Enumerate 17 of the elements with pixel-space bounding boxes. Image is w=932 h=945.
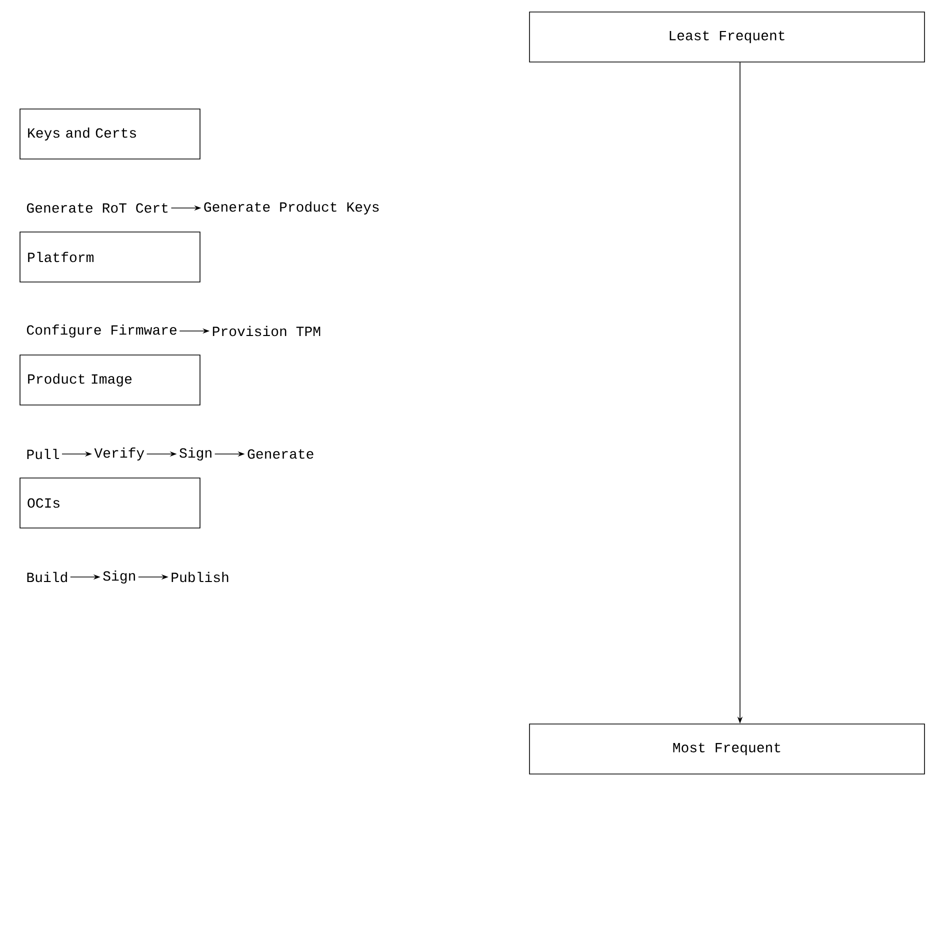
frequency-box: Least Frequent — [529, 12, 925, 62]
step-text: Sign — [103, 570, 135, 584]
step-text: Configure Firmware — [26, 324, 176, 338]
step-text: Generate — [248, 449, 314, 459]
category-box: Platform — [20, 232, 200, 282]
category-box: OCIs — [20, 478, 200, 528]
step-text: Verify — [94, 447, 144, 461]
step-text: Provision TPM — [212, 326, 320, 336]
frequency-box: Most Frequent — [529, 724, 925, 774]
step-text: Generate RoT Cert — [26, 203, 168, 213]
step-text: Generate Product Keys — [204, 201, 379, 215]
step-text: Pull — [27, 448, 60, 460]
step-text: Publish — [172, 572, 228, 582]
category-box: Product Image — [20, 354, 200, 406]
step-text: Build — [27, 572, 67, 582]
step-text: Sign — [180, 447, 212, 461]
category-box: Keys and Certs — [20, 108, 200, 160]
